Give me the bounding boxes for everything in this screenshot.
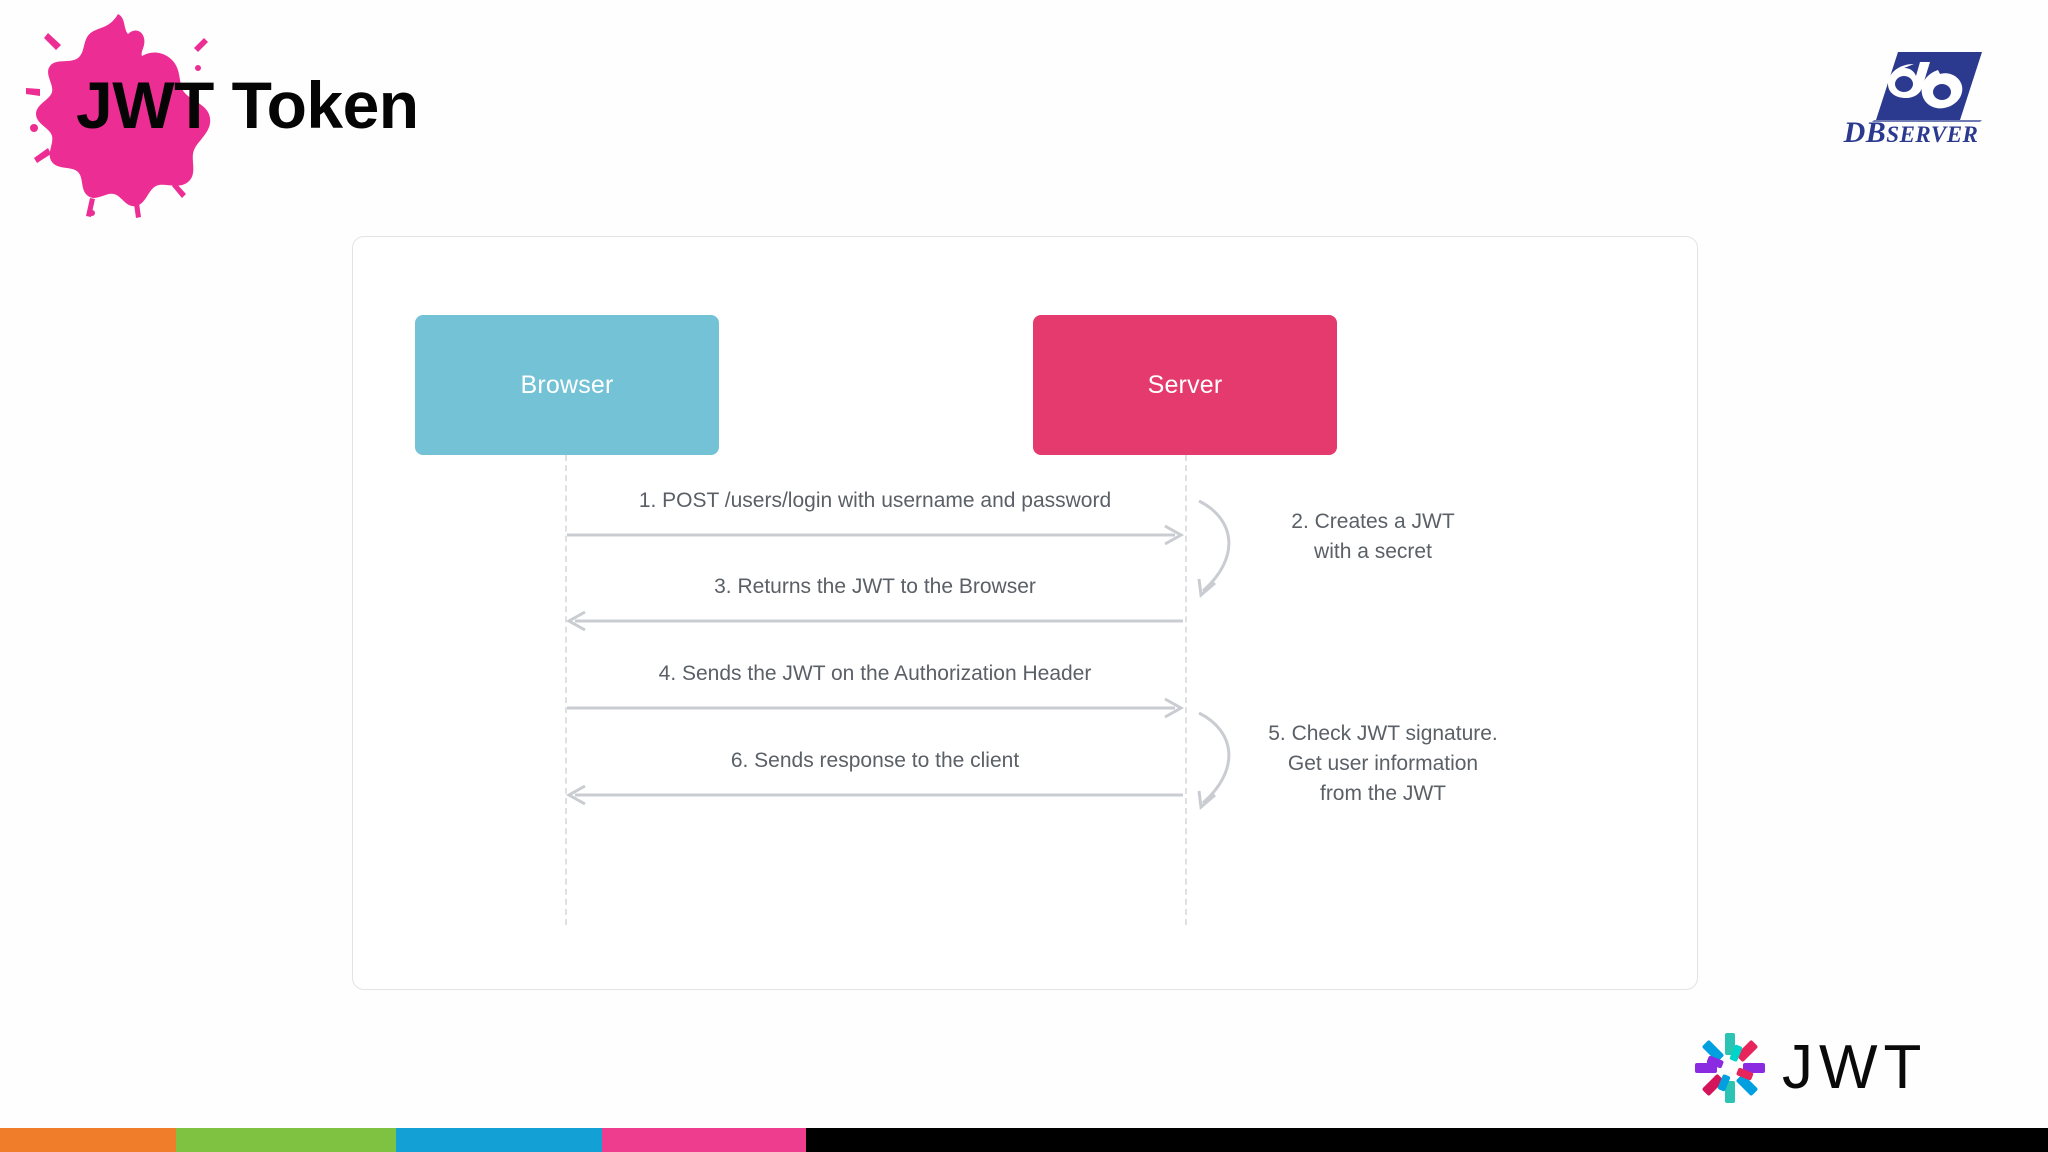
lifeline-server (1185, 455, 1187, 925)
bottom-color-bar (0, 1128, 2048, 1152)
sequence-diagram-card: Browser Server 1. POST /users/login with… (352, 236, 1698, 990)
message-3-label: 3. Returns the JWT to the Browser (714, 575, 1036, 598)
self-note-5: 5. Check JWT signature. Get user informa… (1243, 719, 1523, 809)
self-note-2: 2. Creates a JWT with a secret (1253, 507, 1493, 567)
message-1-label: 1. POST /users/login with username and p… (638, 489, 1112, 512)
message-4: 4. Sends the JWT on the Authorization He… (565, 662, 1185, 738)
self-note-2-line-1: 2. Creates a JWT (1291, 510, 1455, 533)
self-note-2-line-2: with a secret (1314, 540, 1432, 563)
message-1: 1. POST /users/login with username and p… (565, 489, 1185, 565)
message-4-arrow-right-icon (567, 697, 1185, 719)
message-6-label: 6. Sends response to the client (730, 749, 1020, 772)
dbserver-logo: DBSERVER (1806, 50, 2016, 165)
bar-segment-blue (396, 1128, 602, 1152)
self-loop-arrow-5-icon (1197, 711, 1231, 810)
bar-segment-orange (0, 1128, 176, 1152)
self-loop-arrow-2-icon (1197, 499, 1231, 598)
dbserver-mark-icon (1872, 52, 1982, 122)
actor-box-browser: Browser (415, 315, 719, 455)
message-1-arrow-right-icon (567, 524, 1185, 546)
bar-segment-black (806, 1128, 2048, 1152)
title-block: JWT Token (0, 0, 700, 230)
message-6: 6. Sends response to the client (565, 749, 1185, 825)
self-note-5-line-1: 5. Check JWT signature. (1268, 722, 1498, 745)
dbserver-wordmark: DBSERVER (1806, 118, 2016, 148)
self-note-5-line-3: from the JWT (1319, 782, 1446, 805)
page-title: JWT Token (76, 68, 419, 142)
message-3: 3. Returns the JWT to the Browser (565, 575, 1185, 651)
message-4-label: 4. Sends the JWT on the Authorization He… (658, 662, 1092, 685)
dbserver-wordmark-db: DB (1843, 116, 1887, 149)
message-3-arrow-left-icon (565, 610, 1183, 632)
actor-label-server: Server (1147, 370, 1223, 399)
jwt-wordmark: JWT (1782, 1033, 1928, 1102)
self-note-5-line-2: Get user information (1287, 752, 1479, 775)
actor-box-server: Server (1033, 315, 1337, 455)
bar-segment-green (176, 1128, 396, 1152)
message-6-arrow-left-icon (565, 784, 1183, 806)
lifeline-browser (565, 455, 567, 925)
actor-label-browser: Browser (520, 370, 614, 399)
jwt-logo: JWT (1690, 1022, 1990, 1112)
jwt-pinwheel-icon (1695, 1033, 1765, 1103)
dbserver-wordmark-server: SERVER (1886, 122, 1979, 147)
bar-segment-pink (602, 1128, 806, 1152)
